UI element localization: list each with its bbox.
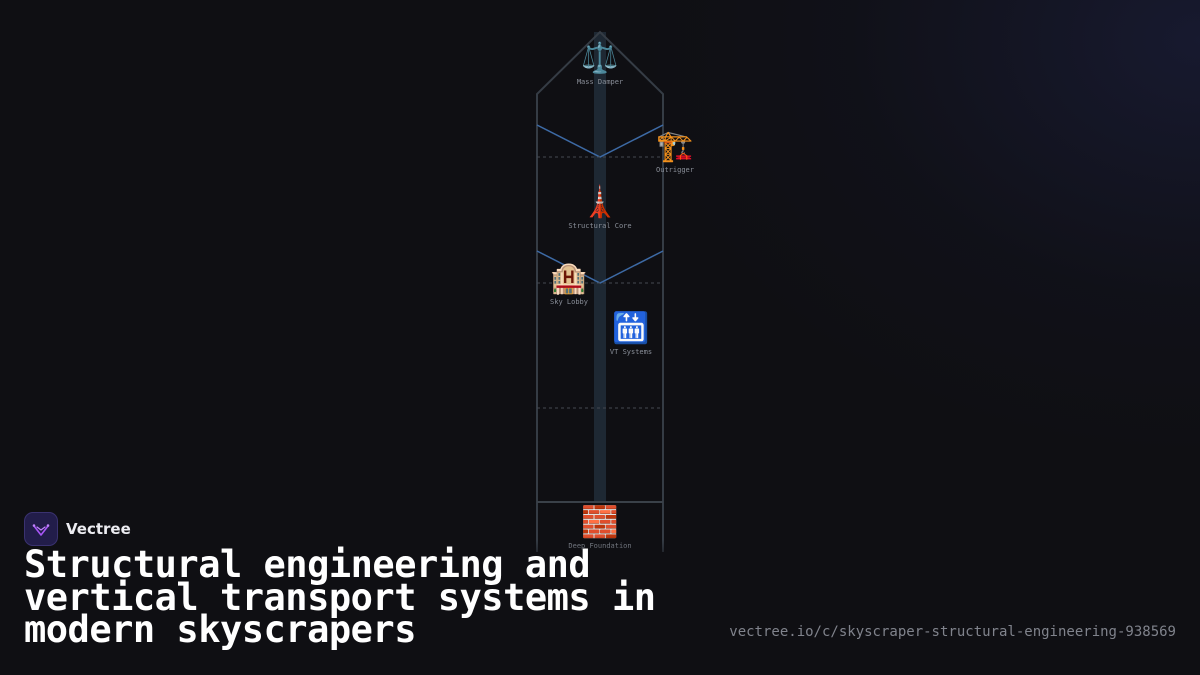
brand-name: Vectree	[66, 520, 131, 538]
node-outrigger[interactable]: 🏗️ Outrigger	[656, 129, 694, 175]
brand: Vectree	[24, 512, 131, 546]
node-label: Mass Damper	[576, 78, 624, 86]
elevator-icon: 🛗	[612, 311, 650, 346]
title-backdrop	[0, 540, 700, 675]
core-column	[594, 32, 606, 502]
tower-icon: 🗼	[581, 185, 619, 220]
node-label: Sky Lobby	[550, 298, 588, 306]
brick-icon: 🧱	[581, 505, 619, 540]
tower-outline	[536, 30, 664, 552]
vectree-logo-icon	[24, 512, 58, 546]
node-label: Structural Core	[568, 222, 632, 230]
node-vt-systems[interactable]: 🛗 VT Systems	[609, 311, 653, 357]
node-mass-damper[interactable]: ⚖️ Mass Damper	[576, 41, 624, 87]
node-sky-lobby[interactable]: 🏨 Sky Lobby	[550, 261, 588, 307]
vectree-mark-icon	[32, 524, 50, 536]
page-title: Structural engineering and vertical tran…	[24, 543, 656, 651]
node-structural-core[interactable]: 🗼 Structural Core	[568, 185, 632, 231]
node-label: Outrigger	[656, 166, 694, 174]
construction-crane-icon: 🏗️	[656, 129, 694, 164]
hotel-icon: 🏨	[550, 261, 588, 296]
balance-scale-icon: ⚖️	[581, 41, 619, 76]
source-url[interactable]: vectree.io/c/skyscraper-structural-engin…	[729, 624, 1176, 640]
node-label: VT Systems	[609, 348, 653, 356]
